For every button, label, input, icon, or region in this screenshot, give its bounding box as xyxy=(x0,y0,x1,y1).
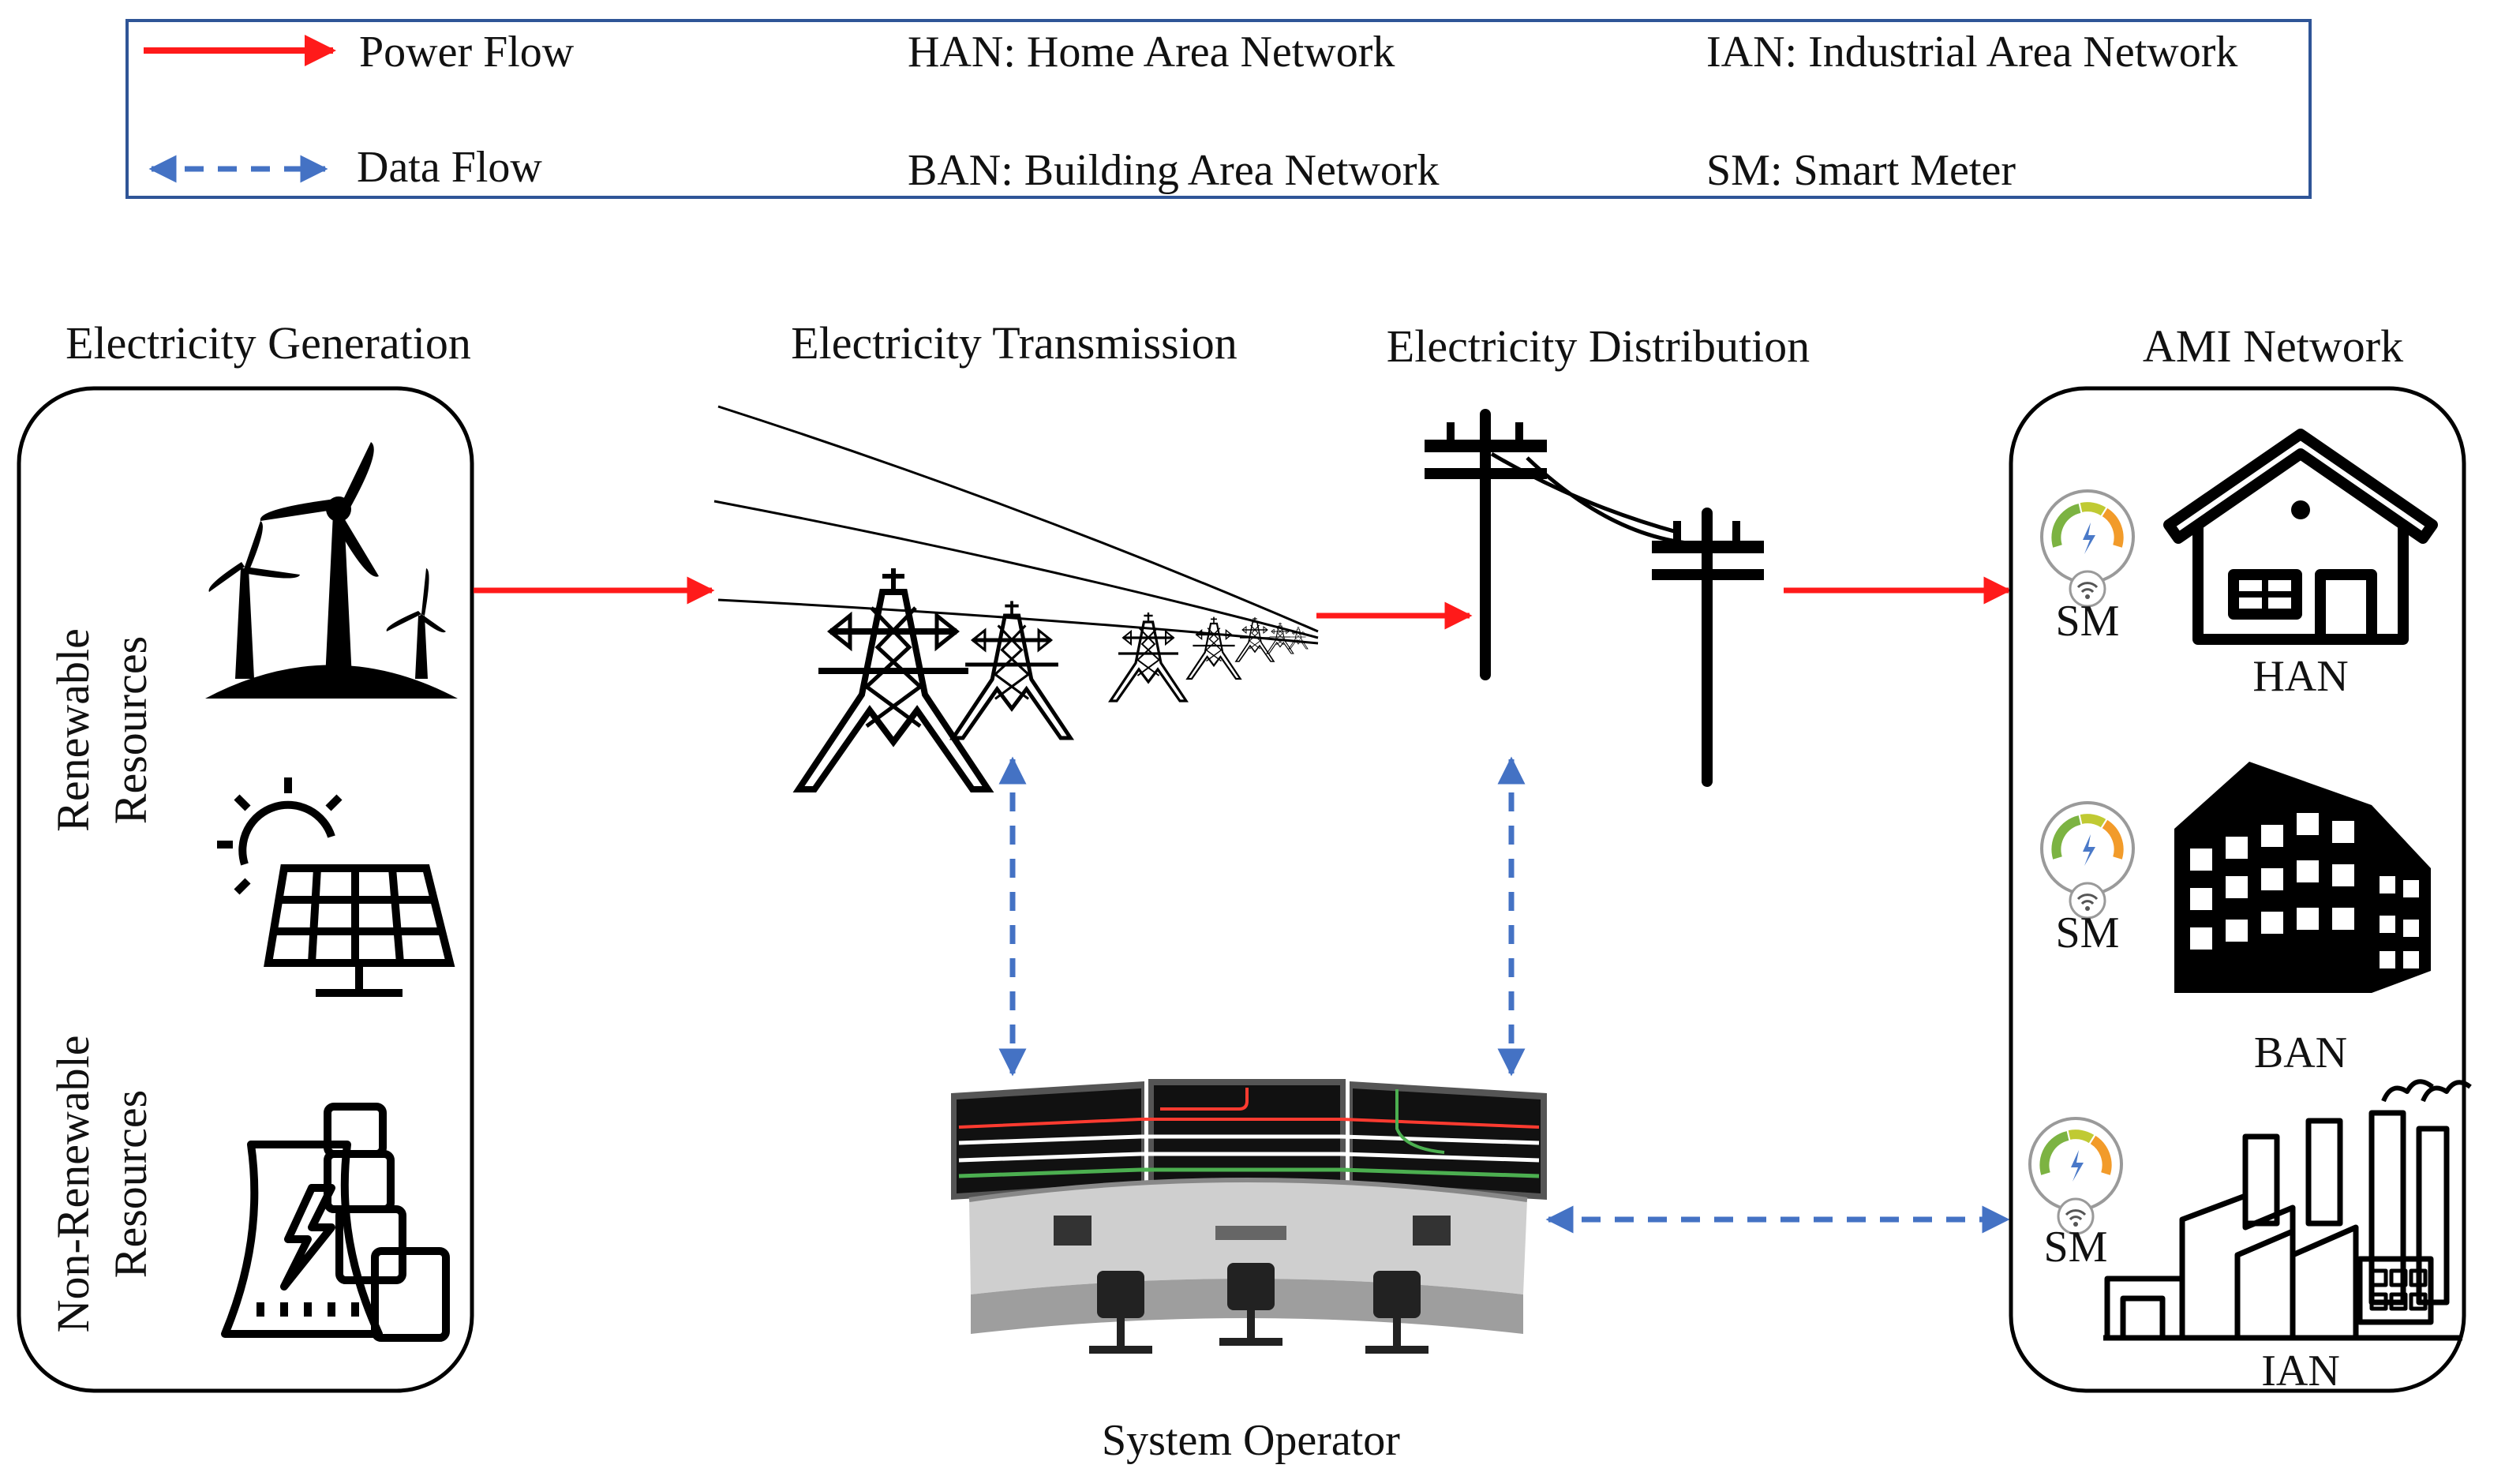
generation-panel: Renewable Resources Non-Renewable Resour… xyxy=(17,386,474,1393)
ian-label: IAN xyxy=(2261,1347,2340,1395)
ami-panel: SM HAN SM BAN SM xyxy=(2009,386,2472,1395)
heading-generation: Electricity Generation xyxy=(66,317,471,369)
sm-label-han: SM xyxy=(2056,597,2120,646)
solar-panel-icon xyxy=(217,777,455,997)
legend-han: HAN: Home Area Network xyxy=(908,28,1395,77)
legend-power-flow: Power Flow xyxy=(359,28,575,77)
ban-label: BAN xyxy=(2254,1028,2347,1077)
legend: Power Flow Data Flow HAN: Home Area Netw… xyxy=(125,19,2312,199)
sm-label-ian: SM xyxy=(2044,1223,2108,1272)
house-icon xyxy=(2163,429,2438,645)
smart-meter-icon-ban xyxy=(2042,803,2133,918)
han-label: HAN xyxy=(2252,652,2348,701)
ami-box xyxy=(2009,386,2466,1393)
legend-ban: BAN: Building Area Network xyxy=(908,146,1439,195)
heading-distribution: Electricity Distribution xyxy=(1387,320,1810,372)
utility-pole-icon xyxy=(1425,409,1764,787)
transmission-tower-icon xyxy=(713,405,1319,789)
heading-transmission: Electricity Transmission xyxy=(791,317,1238,369)
nonrenewable-label-line1: Non-Renewable xyxy=(47,1036,99,1333)
smart-meter-icon-han xyxy=(2042,491,2133,606)
system-operator-label: System Operator xyxy=(1102,1416,1400,1465)
smart-meter-icon-ian xyxy=(2030,1118,2121,1234)
building-icon xyxy=(2174,762,2431,993)
power-plant-icon xyxy=(221,1103,450,1342)
nonrenewable-label-line2: Resources xyxy=(105,1090,156,1278)
control-room-icon xyxy=(951,1079,1547,1354)
factory-icon xyxy=(2103,1079,2472,1341)
sm-label-ban: SM xyxy=(2056,908,2120,957)
generation-box xyxy=(17,386,474,1393)
renewable-label-line2: Resources xyxy=(105,636,156,824)
heading-ami: AMI Network xyxy=(2143,320,2403,372)
legend-data-flow: Data Flow xyxy=(357,143,542,192)
renewable-label-line1: Renewable xyxy=(47,628,99,832)
legend-sm: SM: Smart Meter xyxy=(1706,146,2016,195)
wind-turbine-icon xyxy=(205,442,458,699)
legend-box xyxy=(125,19,2312,199)
legend-ian: IAN: Industrial Area Network xyxy=(1706,28,2237,77)
